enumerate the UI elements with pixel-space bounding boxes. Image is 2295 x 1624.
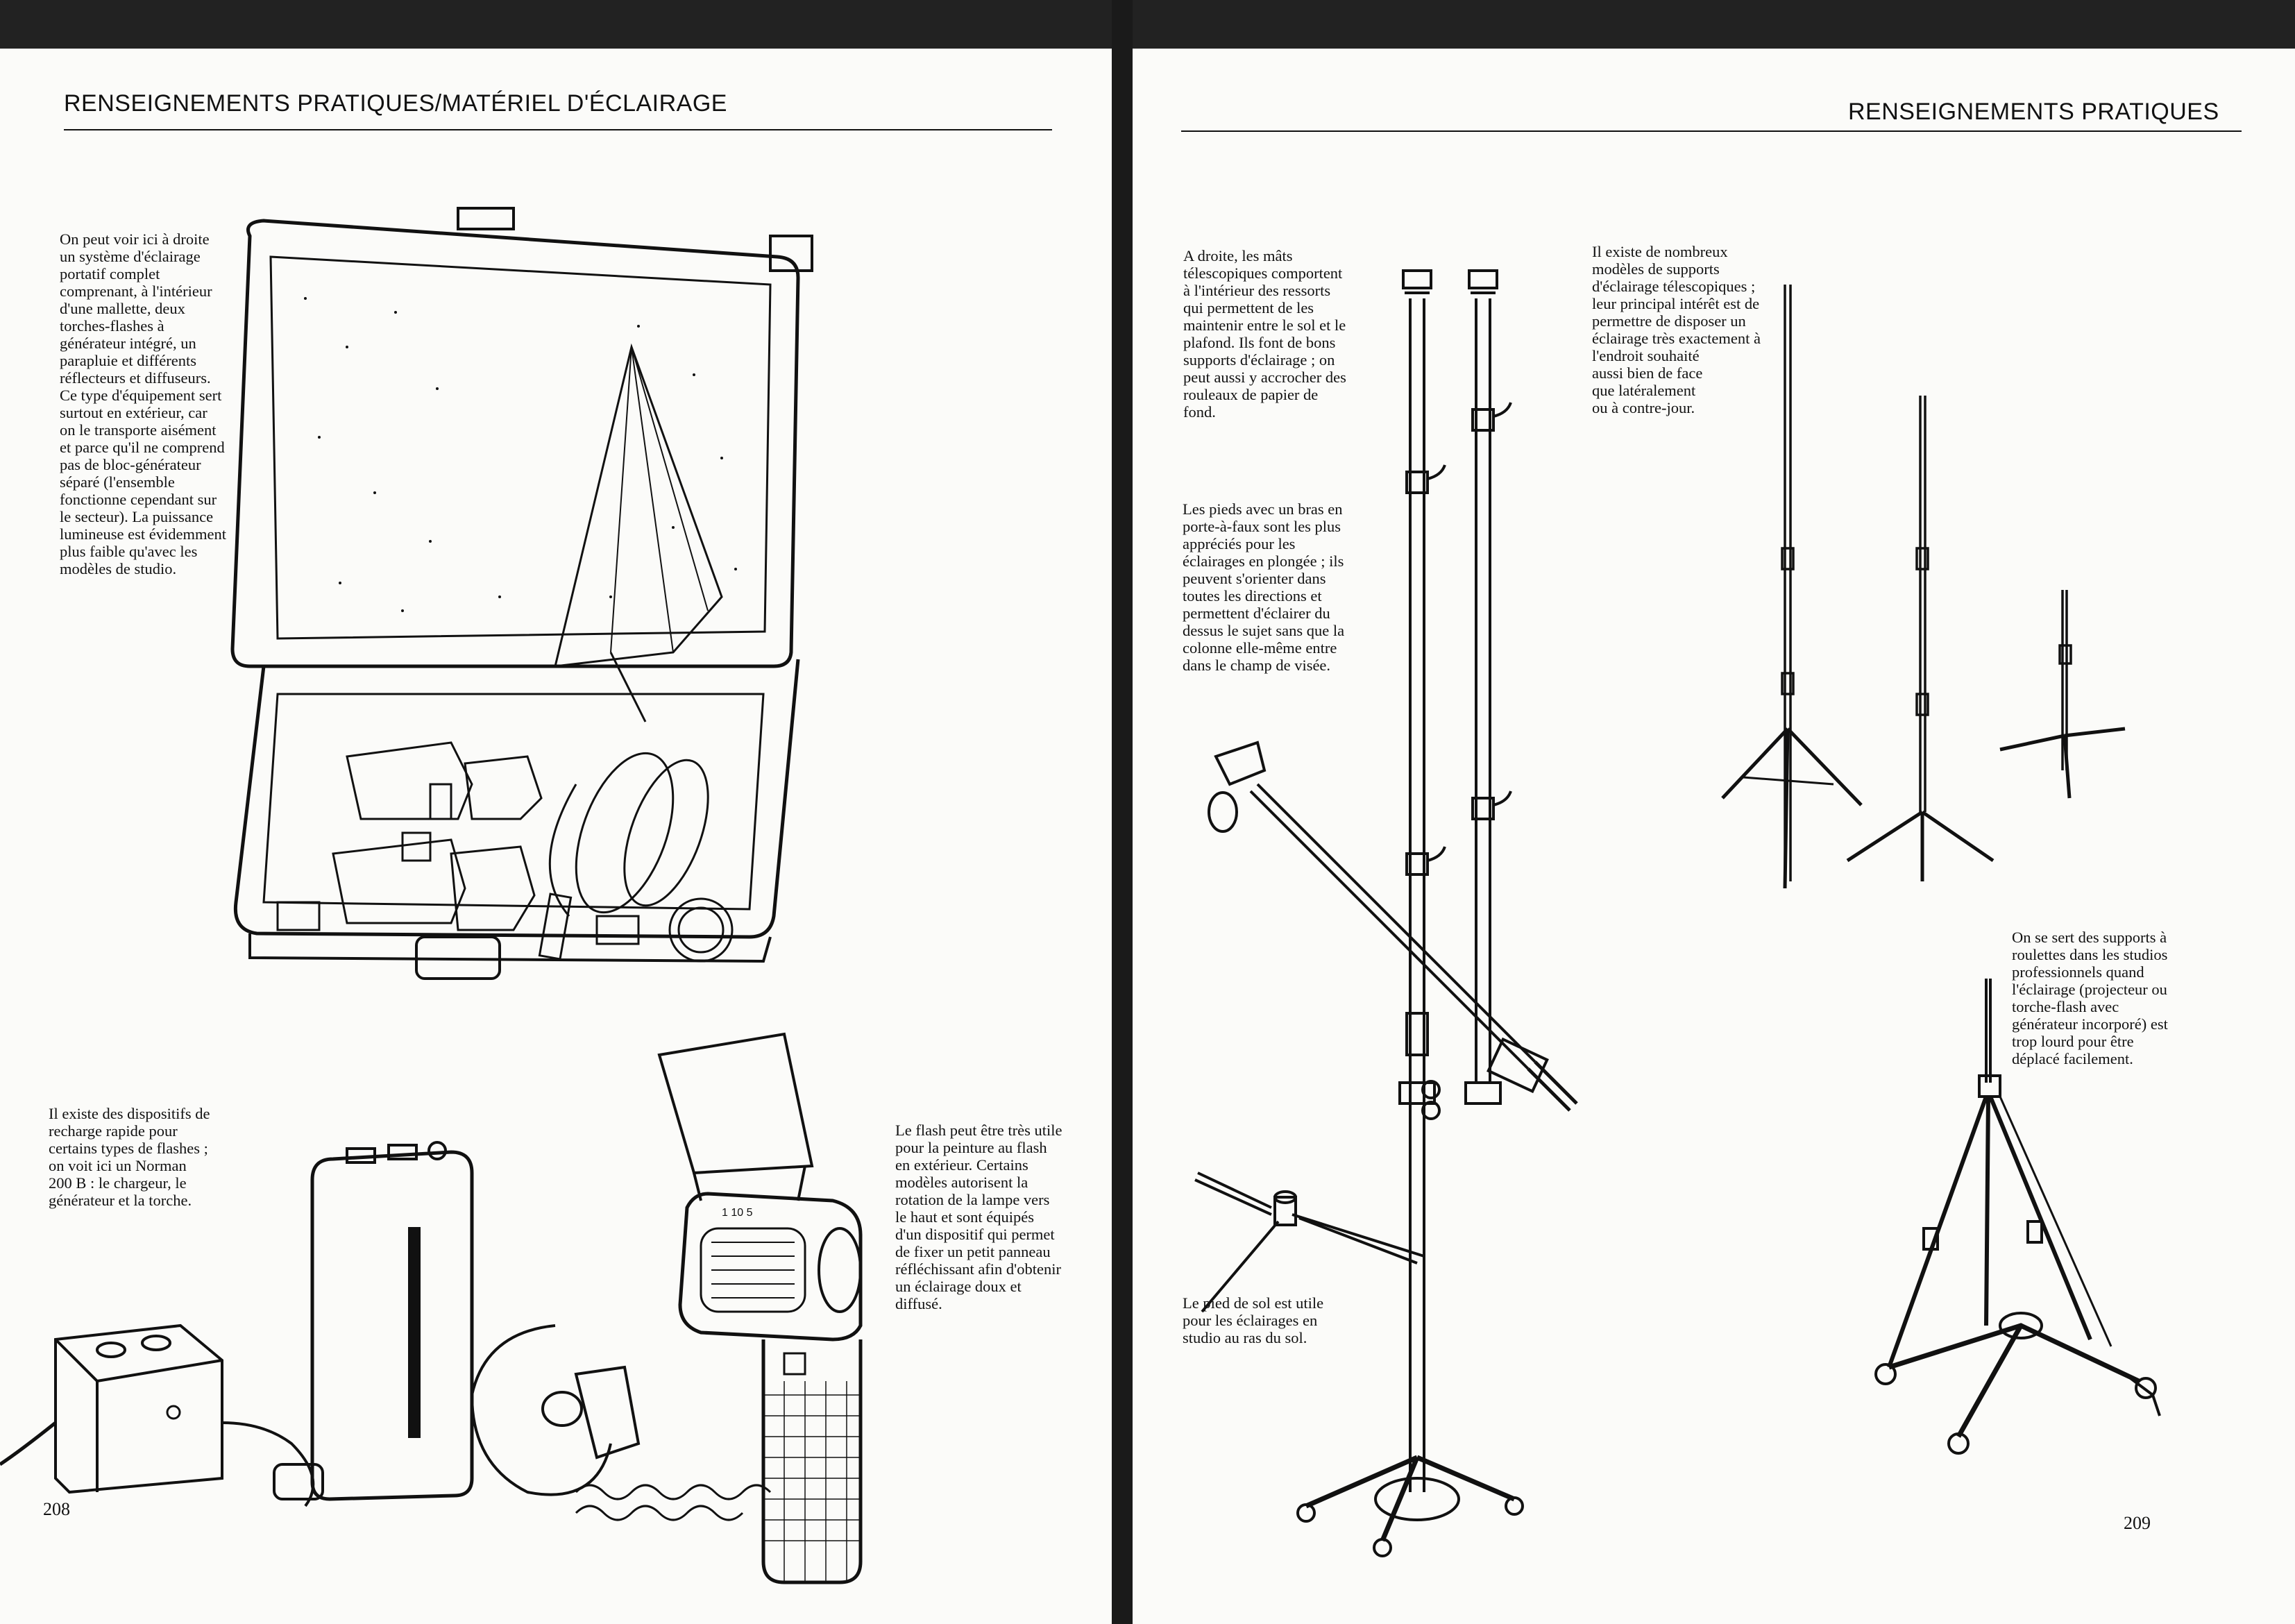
left-page: RENSEIGNEMENTS PRATIQUES/MATÉRIEL D'ÉCLA… (0, 49, 1112, 1624)
floor-stand-illustration (1195, 1173, 1424, 1319)
charger-set-illustration: 1 10 5 (0, 1034, 874, 1589)
book-gutter (1112, 0, 1133, 1624)
caption-telescopic-poles: A droite, les mâts télescopiques comport… (1183, 247, 1346, 421)
caption-case-kit: On peut voir ici à droite un système d'é… (60, 230, 226, 577)
right-page: RENSEIGNEMENTS PRATIQUES A droite, les m… (1133, 49, 2295, 1624)
right-page-header: RENSEIGNEMENTS PRATIQUES (1848, 99, 2219, 125)
caption-boom-stands: Les pieds avec un bras en porte-à-faux s… (1183, 500, 1345, 674)
caption-rolling-supports: On se sert des supports à roulettes dans… (2012, 929, 2168, 1067)
left-page-header: RENSEIGNEMENTS PRATIQUES/MATÉRIEL D'ÉCLA… (64, 90, 727, 117)
right-header-rule (1181, 130, 2242, 132)
rolling-support-illustration (1847, 979, 2194, 1450)
caption-telescopic-supports: Il existe de nombreux modèles de support… (1592, 243, 1761, 416)
caption-charger: Il existe des dispositifs de recharge ra… (49, 1105, 210, 1209)
boom-stand-illustration (1202, 743, 1591, 1555)
folio-right: 209 (2124, 1513, 2151, 1533)
caption-floor-stand: Le pied de sol est utile pour les éclair… (1183, 1294, 1324, 1346)
telescopic-supports-illustration (1702, 285, 2132, 888)
caption-flash-panel: Le flash peut être très utile pour la pe… (895, 1122, 1062, 1312)
folio-left: 208 (43, 1499, 70, 1519)
left-header-rule (64, 129, 1052, 130)
lighting-case-illustration (222, 208, 819, 992)
scan-top-border (0, 0, 2295, 49)
flash-gun-dial-label: 1 10 5 (722, 1207, 753, 1219)
